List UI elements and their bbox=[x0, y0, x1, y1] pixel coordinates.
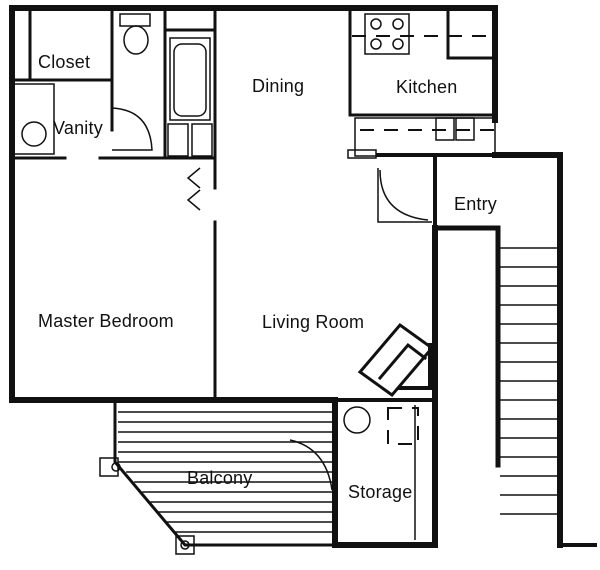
balcony bbox=[99, 400, 337, 555]
room-label-kitchen: Kitchen bbox=[396, 77, 457, 97]
room-label-vanity: Vanity bbox=[53, 118, 103, 138]
door-swing bbox=[111, 107, 153, 151]
toilet-icon bbox=[119, 13, 151, 55]
room-labels: Closet Vanity Dining Kitchen Entry Maste… bbox=[38, 52, 497, 502]
bifold-door bbox=[186, 167, 201, 211]
room-label-entry: Entry bbox=[454, 194, 497, 214]
room-label-dining: Dining bbox=[252, 76, 304, 96]
room-label-storage: Storage bbox=[348, 482, 412, 502]
balcony-post bbox=[175, 535, 195, 555]
room-label-closet: Closet bbox=[38, 52, 90, 72]
entry-door-swing bbox=[379, 169, 429, 221]
stairs bbox=[500, 247, 558, 515]
water-heater-icon bbox=[343, 406, 371, 434]
room-label-balcony: Balcony bbox=[187, 468, 252, 488]
balcony-post bbox=[99, 457, 119, 477]
outer-walls bbox=[9, 5, 597, 548]
bathtub-icon bbox=[169, 37, 211, 121]
counter-end bbox=[347, 149, 377, 159]
fireplace-icon bbox=[357, 322, 435, 398]
room-label-living-room: Living Room bbox=[262, 312, 364, 332]
vanity-sink-icon bbox=[13, 83, 55, 155]
stove-icon bbox=[364, 13, 410, 55]
room-label-master-bedroom: Master Bedroom bbox=[38, 311, 174, 331]
kitchen-counter bbox=[354, 117, 496, 157]
fixtures bbox=[13, 13, 496, 445]
storage-appliance-icon bbox=[387, 407, 419, 445]
interior-walls bbox=[10, 8, 497, 540]
counter-block bbox=[191, 123, 213, 157]
counter-block bbox=[167, 123, 189, 157]
entry-door-frame bbox=[377, 168, 432, 223]
